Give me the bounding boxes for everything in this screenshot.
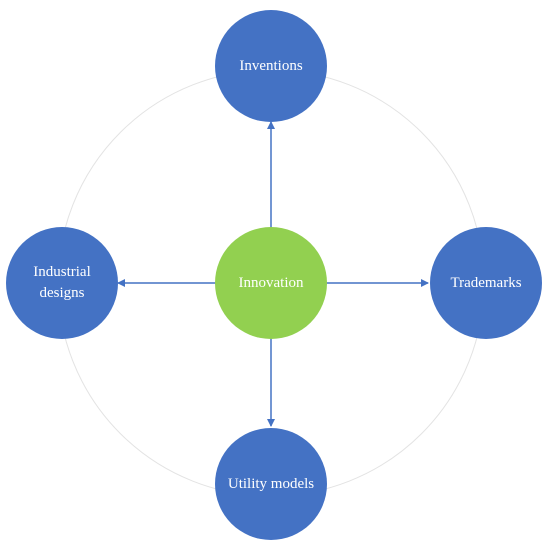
- node-innovation: Innovation: [215, 227, 327, 339]
- node-trademarks-label: Trademarks: [450, 274, 522, 291]
- node-trademarks: Trademarks: [430, 227, 542, 339]
- node-utility-models-label: Utility models: [227, 475, 315, 492]
- node-industrial-designs: Industrial designs: [6, 227, 118, 339]
- node-utility-models: Utility models: [215, 428, 327, 540]
- node-inventions: Inventions: [215, 10, 327, 122]
- node-industrial-designs-label: Industrial designs: [33, 264, 91, 301]
- node-inventions-label: Inventions: [239, 57, 303, 74]
- node-innovation-label: Innovation: [238, 274, 304, 291]
